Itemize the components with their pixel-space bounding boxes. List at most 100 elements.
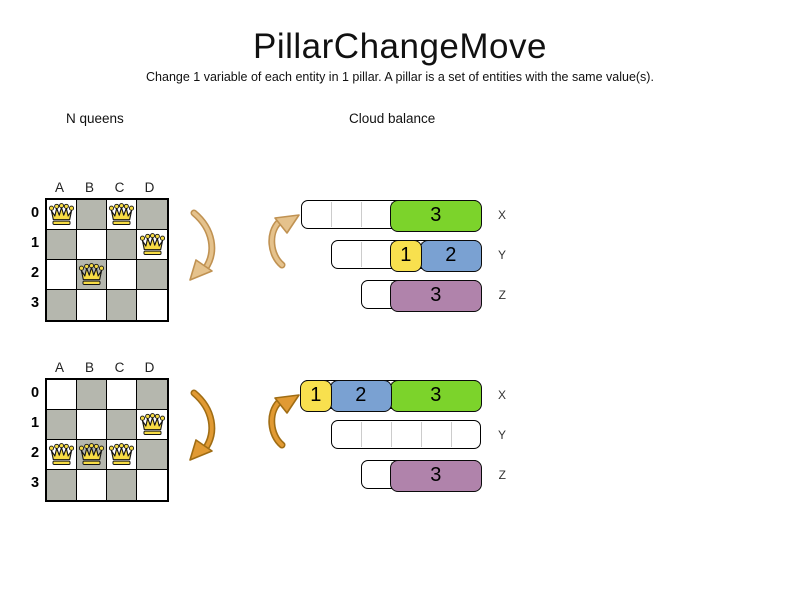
board-cell	[47, 440, 77, 470]
process-block: 2	[330, 379, 392, 412]
process-block: 3	[390, 279, 482, 312]
column-header: A	[54, 360, 65, 375]
board-cell	[77, 260, 107, 290]
curved-arrow-up-icon	[268, 394, 300, 449]
row-labels: 0 1 2 3	[27, 198, 43, 318]
board-cell	[137, 200, 167, 230]
process-block: 3	[390, 199, 482, 232]
column-header: C	[114, 180, 126, 195]
board-cell	[107, 230, 137, 260]
page-subtitle: Change 1 variable of each entity in 1 pi…	[146, 70, 654, 84]
bar-label: Y	[497, 427, 506, 442]
queen-icon	[48, 443, 75, 465]
board-cell	[47, 380, 77, 410]
row-label: 3	[30, 295, 40, 311]
board-cell	[77, 230, 107, 260]
board-cell	[137, 440, 167, 470]
board-cell	[47, 230, 77, 260]
nqueens-board-before: A B C D 0 1 2 3	[27, 180, 177, 326]
board-cell	[47, 200, 77, 230]
board-cell	[107, 440, 137, 470]
row-label: 1	[30, 235, 40, 251]
process-block: 3	[390, 379, 482, 412]
column-header: C	[114, 360, 126, 375]
bar-label: Z	[498, 287, 506, 302]
board-cell	[77, 470, 107, 500]
queen-icon	[78, 443, 105, 465]
column-header: B	[84, 180, 95, 195]
board-cell	[137, 410, 167, 440]
bar-label: X	[497, 387, 506, 402]
process-block: 2	[420, 239, 482, 272]
capacity-tick	[421, 422, 422, 447]
board-cell	[137, 470, 167, 500]
column-header: B	[84, 360, 95, 375]
board-cell	[137, 380, 167, 410]
bar-label: Y	[497, 247, 506, 262]
board-cell	[107, 260, 137, 290]
curved-arrow-down-icon	[189, 389, 216, 461]
queen-icon	[48, 203, 75, 225]
board-cell	[47, 470, 77, 500]
board-cell	[47, 410, 77, 440]
process-block: 3	[390, 459, 482, 492]
board-cell	[137, 260, 167, 290]
queen-icon	[108, 203, 135, 225]
capacity-tick	[361, 422, 362, 447]
board-cell	[77, 380, 107, 410]
capacity-tick	[361, 242, 362, 267]
row-label: 1	[30, 415, 40, 431]
column-headers: A B C D	[45, 360, 165, 375]
process-block: 1	[390, 239, 422, 272]
board-cell	[107, 200, 137, 230]
capacity-tick	[391, 422, 392, 447]
column-header: D	[144, 360, 156, 375]
curved-arrow-up-icon	[268, 214, 300, 269]
board-cell	[77, 440, 107, 470]
board-cell	[107, 410, 137, 440]
bar-label: X	[497, 207, 506, 222]
board-cell	[107, 290, 137, 320]
section-label-cloud: Cloud balance	[349, 111, 436, 126]
row-label: 3	[30, 475, 40, 491]
row-label: 2	[30, 265, 40, 281]
row-label: 0	[30, 385, 40, 401]
board-cell	[107, 380, 137, 410]
board-cell	[137, 290, 167, 320]
capacity-tick	[331, 202, 332, 227]
chessboard-grid	[45, 198, 169, 322]
board-cell	[77, 290, 107, 320]
chessboard-grid	[45, 378, 169, 502]
column-header: A	[54, 180, 65, 195]
board-cell	[47, 290, 77, 320]
page-title: PillarChangeMove	[253, 27, 547, 66]
capacity-tick	[451, 422, 452, 447]
bar-label: Z	[498, 467, 506, 482]
curved-arrow-down-icon	[189, 209, 216, 281]
queen-icon	[139, 413, 165, 435]
computer-bar-y: Y	[331, 420, 506, 449]
board-cell	[77, 200, 107, 230]
queen-icon	[78, 263, 105, 285]
queen-icon	[108, 443, 135, 465]
capacity-tick	[361, 202, 362, 227]
queen-icon	[139, 233, 165, 255]
row-label: 0	[30, 205, 40, 221]
process-block: 1	[300, 379, 332, 412]
board-cell	[107, 470, 137, 500]
board-cell	[77, 410, 107, 440]
section-label-nqueens: N queens	[66, 111, 124, 126]
board-cell	[137, 230, 167, 260]
column-headers: A B C D	[45, 180, 165, 195]
column-header: D	[144, 180, 156, 195]
